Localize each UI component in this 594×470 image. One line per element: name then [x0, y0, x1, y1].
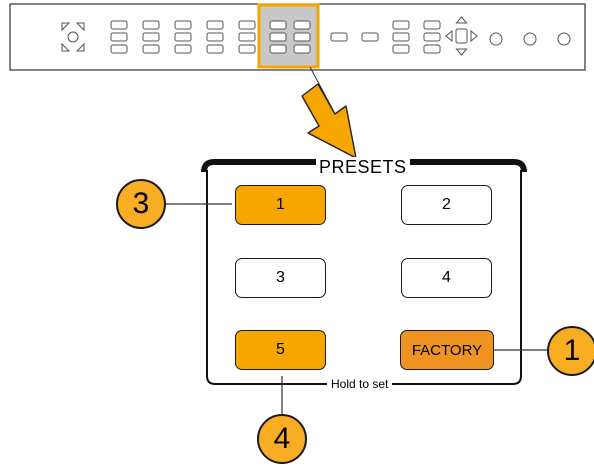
- panel-title: PRESETS: [316, 157, 410, 177]
- knob-icon: [523, 32, 537, 46]
- preset-5-button[interactable]: 5: [235, 330, 326, 370]
- callout-4: 4: [257, 414, 307, 464]
- callout-3: 3: [116, 179, 166, 229]
- preset-3-button[interactable]: 3: [235, 258, 326, 298]
- preset-2-button[interactable]: 2: [401, 185, 492, 225]
- preset-4-button[interactable]: 4: [401, 258, 492, 298]
- strip-keys: [110, 20, 441, 54]
- arrow-keypad-icon: [445, 16, 478, 56]
- hold-to-set-label: Hold to set: [327, 377, 393, 391]
- factory-preset-button[interactable]: FACTORY: [400, 330, 494, 370]
- knob-icon: [557, 32, 571, 46]
- knob-icon: [489, 32, 503, 46]
- preset-1-button[interactable]: 1: [235, 185, 326, 225]
- callout-1: 1: [547, 326, 594, 376]
- navigation-cluster-icon: [61, 22, 85, 52]
- zoom-arrow-icon: [301, 83, 357, 159]
